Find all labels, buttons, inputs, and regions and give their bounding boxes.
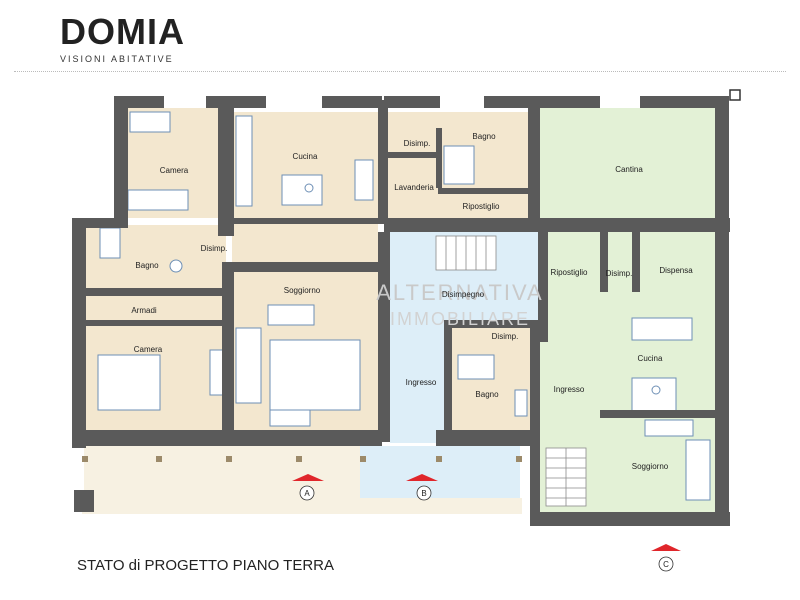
brand-name: DOMIA [60,11,185,52]
marker-label-b: B [421,489,426,498]
room-label-bagno: Bagno [135,261,159,270]
walls [72,89,741,526]
header-divider [14,71,786,72]
room-label-ingresso: Ingresso [554,385,585,394]
brand-tagline: VISIONI ABITATIVE [60,54,174,64]
marker-label-a: A [304,489,310,498]
room-label-armadi: Armadi [131,306,157,315]
stairs [435,235,587,507]
entrance-marker-a: A [292,474,324,501]
marker-label-c: C [663,560,669,569]
room-labels: Camera Cucina Disimp. Bagno Lavanderia R… [131,132,693,471]
room-label-camera: Camera [160,166,189,175]
room-label-disimp: Disimp. [492,332,519,341]
room-label-dispensa: Dispensa [659,266,693,275]
watermark-line1: ALTERNATIVA [376,280,543,305]
room-label-cantina: Cantina [615,165,643,174]
porch-columns [82,456,522,462]
room-label-ingresso: Ingresso [406,378,437,387]
room-label-disimp: Disimp. [201,244,228,253]
room-label-bagno: Bagno [475,390,499,399]
room-label-bagno: Bagno [472,132,496,141]
room-label-camera: Camera [134,345,163,354]
furniture [97,111,711,501]
room-label-disimpegno: Disimpegno [442,290,485,299]
room-label-lavanderia: Lavanderia [394,183,434,192]
plan-caption: STATO di PROGETTO PIANO TERRA [77,557,334,574]
entrance-marker-b: B [406,474,438,501]
room-label-disimp: Disimp. [606,269,633,278]
room-label-ripostiglio: Ripostiglio [551,268,588,277]
watermark-line2: IMMOBILIARE [390,309,530,329]
brand-logo: DOMIA VISIONI ABITATIVE [60,11,185,65]
entrance-marker-c: C [651,544,681,572]
room-label-disimp: Disimp. [404,139,431,148]
room-label-soggiorno: Soggiorno [284,286,321,295]
room-label-ripostiglio: Ripostiglio [463,202,500,211]
room-label-cucina: Cucina [293,152,318,161]
room-label-cucina: Cucina [638,354,663,363]
room-label-soggiorno: Soggiorno [632,462,669,471]
